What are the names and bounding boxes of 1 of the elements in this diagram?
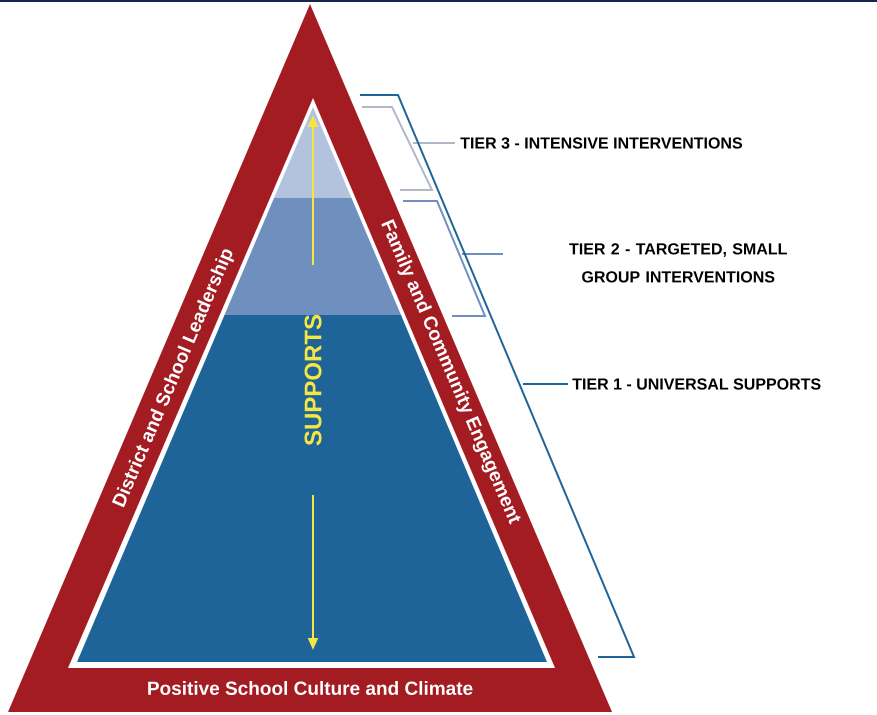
node-label: SUPPORTS bbox=[304, 314, 322, 446]
